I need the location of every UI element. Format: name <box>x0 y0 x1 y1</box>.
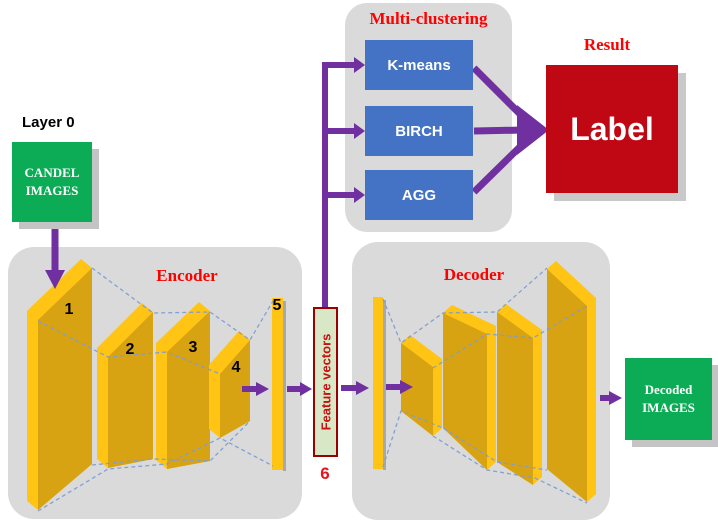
layer-number-6: 6 <box>320 464 330 483</box>
arrow-layer5-to-feature-vectors <box>287 382 312 396</box>
arrow-feature-vectors-to-decoder <box>341 381 369 395</box>
arrow-trunk-to-birch <box>322 123 365 139</box>
arrow-trunk-to-kmeans <box>354 57 365 73</box>
feature-vectors-box: Feature vectors <box>313 307 338 457</box>
feature-vectors-label: Feature vectors <box>318 333 333 431</box>
decoder-title: Decoder <box>443 265 505 284</box>
input-images-line1: CANDEL <box>24 165 80 181</box>
decoder-layer-4-face <box>547 269 587 502</box>
arrow-input-to-encoder <box>45 223 65 289</box>
multi-clustering-title: Multi-clustering <box>369 9 488 28</box>
decoder-input-bar <box>373 297 383 469</box>
encoder-title: Encoder <box>156 266 218 285</box>
algorithm-box-kmeans: K-means <box>365 40 473 90</box>
decoder-layer-2-face <box>443 313 487 470</box>
decoder-layer-4-slab <box>547 261 596 502</box>
encoder-layer-3-face <box>167 311 210 469</box>
decoder-layer-1-slab <box>401 335 442 436</box>
decoder-inner-bottom-connector-line <box>432 435 588 504</box>
label-box: Label <box>546 65 678 193</box>
encoder-layer-5-bar <box>272 298 283 470</box>
encoder-bottom-connector-line <box>37 437 274 512</box>
arrow-decoder-bar-to-layers <box>386 380 413 394</box>
decoder-layer-2-slab <box>443 305 496 470</box>
decoder-bar-shadow <box>383 300 386 470</box>
converge-arrowhead <box>517 105 549 155</box>
input-images-line2: IMAGES <box>25 183 79 198</box>
layer-number-2: 2 <box>125 341 135 358</box>
output-images-line1: Decoded <box>644 382 693 398</box>
arrow-trunk-to-agg <box>322 187 365 203</box>
layer-number-1: 1 <box>64 301 74 318</box>
arrow-layer4-to-layer5 <box>242 382 269 396</box>
encoder-layer-2-slab <box>97 303 153 468</box>
encoder-layer-4-slab <box>209 331 250 438</box>
encoder-inner-top-connector-line <box>37 320 221 375</box>
encoder-inner-bottom-connector-line <box>91 420 251 466</box>
decoder-inner-top-connector-line <box>432 305 588 369</box>
layer0-label: Layer 0 <box>22 114 75 131</box>
result-title: Result <box>583 35 631 54</box>
arrow-birch-to-label <box>473 126 525 135</box>
decoder-layer-3-face <box>497 312 533 485</box>
decoder-bottom-connector-line <box>382 410 548 471</box>
feature-to-clustering-trunk-line <box>322 62 356 311</box>
layer-number-3: 3 <box>188 339 198 356</box>
output-images-box: Decoded IMAGES <box>625 358 712 440</box>
encoder-bar-shadow <box>283 301 286 471</box>
encoder-layer-4-face <box>220 340 250 438</box>
layer-number-5: 5 <box>272 297 282 314</box>
decoder-top-connector-line <box>382 267 548 345</box>
encoder-layer-2-face <box>108 312 153 468</box>
algorithm-box-agg: AGG <box>365 170 473 220</box>
layer-number-4: 4 <box>231 359 241 376</box>
decoder-layer-1-face <box>401 343 433 436</box>
decoder-layer-3-slab <box>497 304 542 485</box>
encoder-layer-1-slab <box>27 259 92 510</box>
input-images-box: CANDEL IMAGES <box>12 142 92 222</box>
encoder-top-connector-line <box>91 267 274 341</box>
algorithm-box-birch: BIRCH <box>365 106 473 156</box>
encoder-layer-3-slab <box>156 302 210 469</box>
arrow-decoder-to-output <box>600 391 622 405</box>
output-images-line2: IMAGES <box>642 400 695 415</box>
